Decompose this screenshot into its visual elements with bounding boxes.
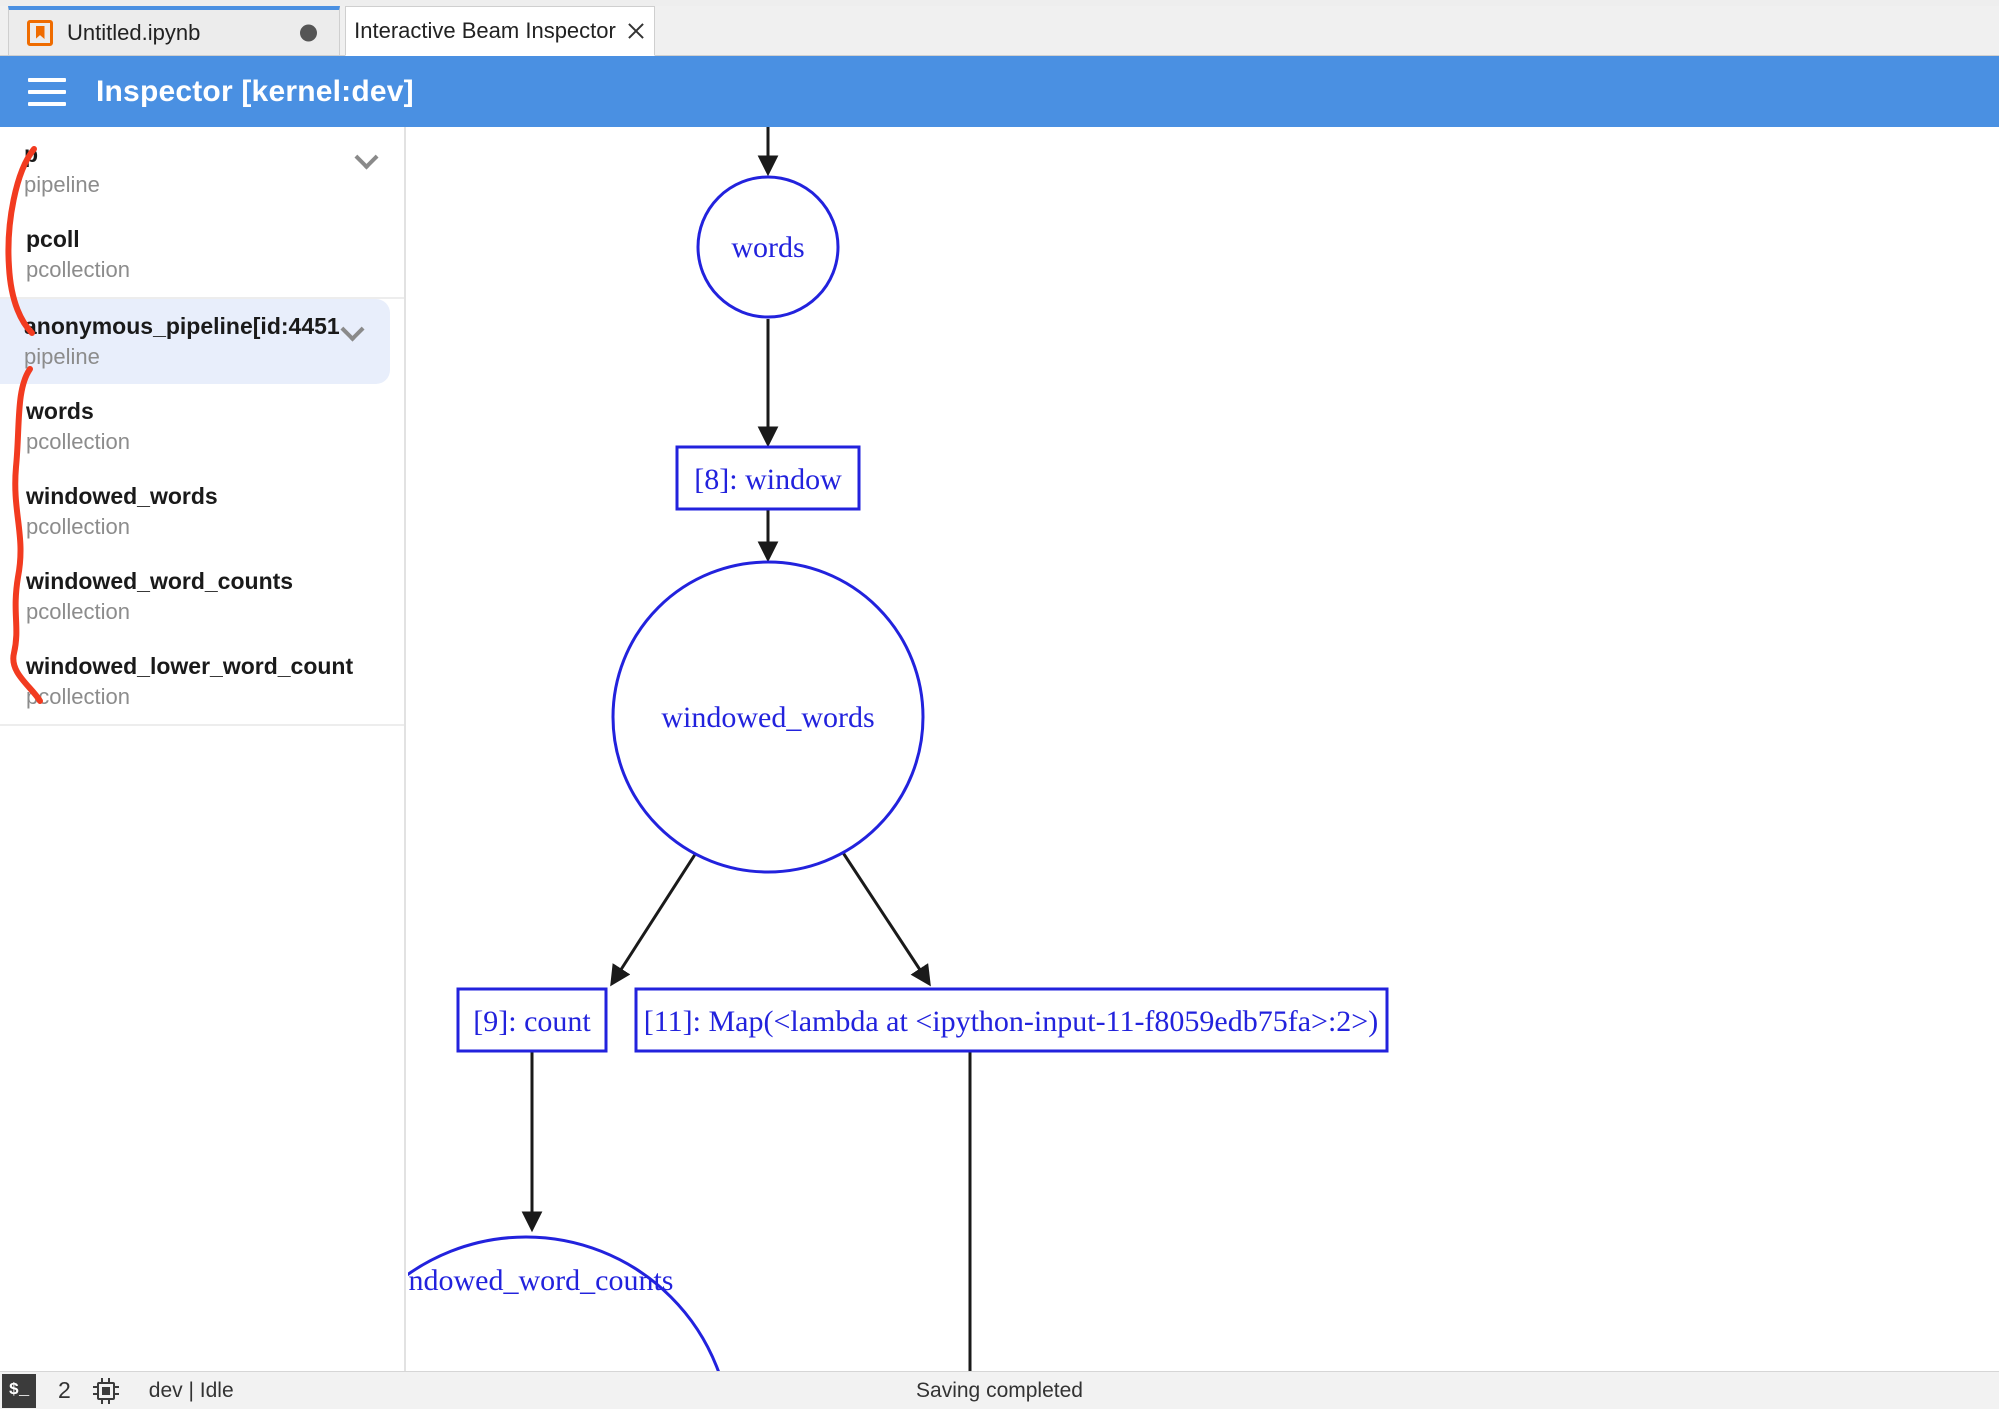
node-shape: [611, 560, 925, 874]
sidebar-item-kind: pcollection: [26, 599, 130, 624]
terminal-count: 2: [58, 1377, 71, 1403]
edge-windowed-words-to-map: [834, 841, 931, 987]
node-window[interactable]: [8]: window: [675, 445, 861, 511]
node-shape: [456, 987, 608, 1053]
sidebar-item-p[interactable]: p pipeline: [0, 127, 404, 212]
sidebar-item-name: words: [26, 398, 94, 424]
sidebar-item-name: windowed_word_counts: [26, 568, 294, 594]
close-icon[interactable]: [626, 21, 646, 41]
node-label: [11]: Map(<lambda at <ipython-input-11-f…: [644, 1005, 1378, 1038]
sidebar-item-windowed-lower-word-counts[interactable]: windowed_lower_word_counts pcollection: [0, 639, 404, 724]
node-label: windowed_word_counts: [408, 1264, 673, 1297]
chevron-down-icon[interactable]: [342, 321, 364, 333]
unsaved-indicator-dot[interactable]: [300, 24, 317, 41]
node-label: [8]: window: [694, 463, 842, 496]
hamburger-icon[interactable]: [28, 77, 66, 106]
node-windowed-word-counts[interactable]: windowed_word_counts: [408, 1235, 731, 1371]
sidebar-item-name: windowed_lower_word_counts: [26, 653, 354, 679]
page-title: Inspector [kernel:dev]: [96, 74, 414, 108]
sidebar-item-kind: pipeline: [24, 172, 100, 197]
node-label: words: [731, 231, 804, 264]
sidebar-item-kind: pcollection: [26, 684, 130, 709]
node-words[interactable]: words: [696, 175, 840, 319]
sidebar-item-anonymous-pipeline[interactable]: anonymous_pipeline[id:44516… pipeline: [0, 299, 390, 384]
edge-windowed-words-to-count: [610, 841, 705, 987]
node-map-lambda[interactable]: [11]: Map(<lambda at <ipython-input-11-f…: [634, 987, 1389, 1053]
sidebar-group-pipeline-p: p pipeline pcoll pcollection: [0, 127, 404, 297]
status-bar: $_ 2 dev | Idle Saving completed: [0, 1371, 1999, 1409]
chevron-down-icon[interactable]: [356, 149, 378, 161]
node-shape: [675, 445, 861, 511]
tab-bar-top-edge: [0, 0, 1999, 6]
node-label: [9]: count: [473, 1005, 591, 1038]
sidebar-item-kind: pcollection: [26, 514, 130, 539]
sidebar-item-name: windowed_words: [26, 483, 218, 509]
node-shape: [696, 175, 840, 319]
sidebar-item-windowed-word-counts[interactable]: windowed_word_counts pcollection: [0, 554, 404, 639]
tab-label: Untitled.ipynb: [67, 19, 201, 45]
graph-nodes: words [8]: window windowed_words [9]: co…: [408, 175, 1389, 1371]
pipeline-dag: words [8]: window windowed_words [9]: co…: [408, 127, 1389, 1371]
node-count[interactable]: [9]: count: [456, 987, 608, 1053]
tab-label: Interactive Beam Inspector: [354, 18, 616, 43]
sidebar-item-kind: pipeline: [24, 344, 100, 369]
node-shape: [634, 987, 1389, 1053]
cpu-icon[interactable]: [92, 1377, 119, 1404]
notebook-icon: [27, 19, 53, 46]
sidebar-item-kind: pcollection: [26, 257, 130, 282]
inspectables-sidebar[interactable]: p pipeline pcoll pcollection anonymous_p…: [0, 127, 406, 1371]
sidebar-item-words[interactable]: words pcollection: [0, 384, 404, 469]
pipeline-graph-canvas[interactable]: words [8]: window windowed_words [9]: co…: [408, 127, 1999, 1371]
node-label: windowed_words: [661, 701, 874, 734]
sidebar-group-anonymous-pipeline: anonymous_pipeline[id:44516… pipeline wo…: [0, 297, 404, 726]
kernel-status[interactable]: dev | Idle: [148, 1378, 234, 1402]
status-message: Saving completed: [916, 1378, 1083, 1402]
sidebar-item-pcoll[interactable]: pcoll pcollection: [0, 212, 404, 297]
graph-edges: [521, 127, 972, 1371]
sidebar-item-name: pcoll: [26, 226, 80, 252]
tab-untitled-ipynb[interactable]: Untitled.ipynb: [8, 6, 340, 56]
node-windowed-words[interactable]: windowed_words: [611, 560, 925, 874]
inspector-header: Inspector [kernel:dev]: [0, 56, 1999, 127]
sidebar-item-name: p: [24, 141, 39, 167]
tab-bar: Untitled.ipynb Interactive Beam Inspecto…: [0, 0, 1999, 56]
sidebar-item-name: anonymous_pipeline[id:44516…: [24, 313, 340, 339]
tab-interactive-beam-inspector[interactable]: Interactive Beam Inspector: [345, 6, 655, 56]
terminal-icon[interactable]: $_: [2, 1373, 36, 1408]
sidebar-item-kind: pcollection: [26, 429, 130, 454]
node-shape: [408, 1235, 720, 1371]
sidebar-item-windowed-words[interactable]: windowed_words pcollection: [0, 469, 404, 554]
